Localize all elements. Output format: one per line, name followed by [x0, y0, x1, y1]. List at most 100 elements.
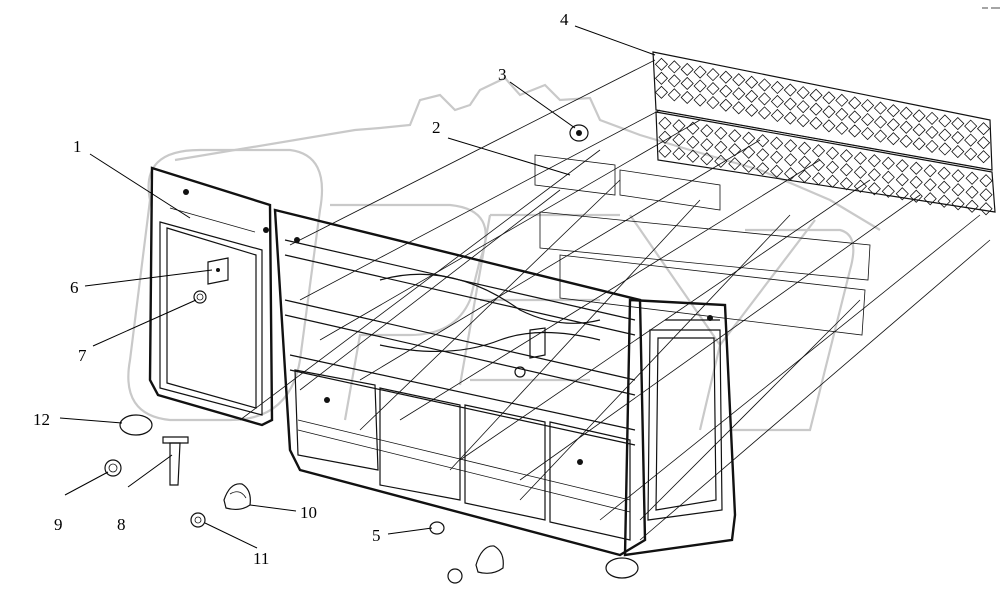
mesh-cell: [835, 93, 849, 107]
mesh-cell: [811, 144, 826, 158]
mesh-cell: [925, 125, 939, 139]
mesh-cell: [728, 143, 742, 157]
mesh-cell: [839, 163, 854, 177]
mesh-cell: [867, 154, 881, 168]
mesh-cell: [881, 184, 895, 198]
mesh-cell: [797, 155, 812, 169]
mesh-cell: [825, 160, 840, 174]
mesh-grille-panel: [652, 51, 996, 213]
callout-labels: 1 2 3 4 5 6 7 8 9 10 11 12: [33, 10, 569, 568]
mesh-cell: [757, 106, 772, 120]
mesh-cell: [825, 146, 840, 160]
mesh-cell: [951, 197, 965, 211]
mesh-cell: [923, 178, 937, 192]
mesh-cell: [783, 83, 797, 97]
mesh-cell: [672, 147, 686, 161]
mesh-cell: [654, 71, 669, 85]
mesh-cell: [886, 104, 900, 118]
callout-9: 9: [54, 515, 63, 534]
foot-pad-left: [119, 414, 153, 436]
mesh-cell: [658, 116, 672, 130]
callout-7: 7: [78, 346, 87, 365]
mesh-cell: [964, 119, 978, 133]
mesh-cell: [732, 73, 746, 87]
mesh-cell: [951, 183, 965, 197]
grommet: [104, 459, 122, 477]
mesh-cell: [680, 90, 694, 105]
mesh-cell: [861, 98, 875, 113]
mesh-cell: [796, 86, 810, 100]
mesh-cell: [680, 62, 694, 77]
mesh-cell: [797, 169, 812, 183]
mesh-cell: [899, 106, 913, 120]
mesh-cell: [667, 60, 681, 74]
mesh-cell: [979, 202, 993, 216]
mesh-cell: [732, 87, 746, 101]
mesh-cell: [976, 136, 991, 150]
mesh-cell: [881, 156, 895, 170]
mesh-cell: [867, 182, 881, 196]
mesh-cell: [899, 120, 913, 134]
mesh-cell: [719, 98, 733, 112]
mesh-cell: [937, 180, 951, 194]
mesh-cell: [756, 148, 770, 162]
mesh-cell: [964, 147, 978, 161]
mesh-cell: [979, 188, 993, 202]
mesh-cell: [706, 96, 720, 110]
mesh-cell: [923, 164, 937, 178]
mesh-cell: [811, 172, 826, 186]
mesh-cell: [937, 166, 951, 180]
mesh-cell: [667, 88, 681, 102]
mesh-cell: [964, 133, 978, 147]
mesh-cell: [757, 78, 772, 92]
mesh-cell: [822, 119, 836, 133]
mesh-cell: [745, 103, 759, 117]
mesh-cell: [951, 130, 965, 145]
callout-1: 1: [73, 137, 82, 156]
mesh-cell: [686, 121, 700, 135]
mesh-cell: [686, 135, 700, 149]
mesh-cell: [796, 114, 810, 128]
mesh-cell: [797, 141, 812, 155]
mesh-cell: [873, 115, 888, 129]
callout-11: 11: [253, 549, 269, 568]
mesh-cell: [965, 199, 979, 213]
mesh-cell: [714, 154, 728, 168]
mesh-cell: [756, 134, 770, 148]
mesh-cell: [784, 167, 798, 181]
mesh-cell: [686, 149, 700, 163]
mesh-cell: [976, 122, 991, 136]
mesh-cell: [976, 150, 991, 164]
mesh-cell: [873, 129, 888, 143]
mesh-cell: [835, 107, 849, 121]
mesh-cell: [886, 118, 900, 132]
mesh-cell: [654, 57, 669, 71]
mesh-cell: [672, 133, 686, 147]
mesh-cell: [886, 132, 900, 146]
mesh-cell: [796, 100, 810, 114]
watermark-logo: [127, 76, 881, 432]
mesh-cell: [693, 79, 707, 93]
callout-4: 4: [560, 10, 569, 29]
mesh-cell: [825, 174, 840, 188]
mesh-cell: [912, 123, 926, 137]
mesh-cell: [938, 128, 952, 142]
plug: [429, 521, 445, 535]
mesh-cell: [912, 109, 926, 123]
mesh-cell: [728, 129, 742, 143]
mesh-cell: [895, 187, 909, 201]
mesh-cell: [909, 189, 923, 203]
mesh-cell: [784, 153, 798, 167]
mesh-cell: [706, 82, 720, 96]
mesh-cell: [770, 136, 784, 150]
mesh-cell: [938, 114, 952, 128]
mesh-cell: [899, 134, 913, 148]
mesh-cell: [853, 165, 867, 179]
mesh-cell: [667, 74, 681, 88]
mesh-cell: [873, 101, 888, 115]
mesh-cell: [742, 145, 756, 159]
mesh-cell: [822, 105, 836, 119]
leader-lines: [59, 25, 656, 549]
mesh-cell: [848, 96, 862, 110]
mesh-cell: [745, 89, 759, 103]
